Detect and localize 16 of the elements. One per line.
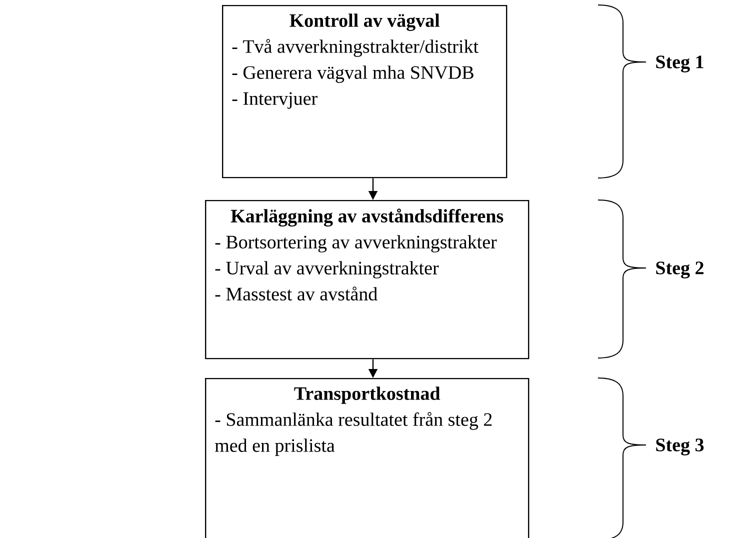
step-label: Steg 2	[656, 262, 704, 278]
box-heading: Kontroll av vägval	[290, 14, 440, 31]
bullet-item: - Sammanlänka resultatet från steg 2 med en prislista	[215, 412, 492, 456]
bullet-item: - Masstest av avstånd	[215, 286, 378, 301]
box-heading: Transportkostnad	[294, 386, 440, 404]
bullet-item: - Urval av avverkningstrakter	[215, 261, 439, 278]
bullet-item: - Två avverkningstrakter/distrikt	[232, 39, 478, 57]
bullet-item: - Bortsortering av avverkningstrakter	[215, 235, 497, 252]
step-label: Steg 3	[656, 438, 704, 456]
bullet-item: - Generera vägval mha SNVDB	[232, 66, 474, 83]
bullet-item: - Intervjuer	[232, 92, 318, 109]
step-label: Steg 1	[656, 56, 704, 72]
process-box	[222, 4, 508, 178]
process-box	[205, 378, 530, 538]
process-box	[205, 200, 530, 360]
box-heading: Karläggning av avståndsdifferens	[230, 208, 504, 227]
